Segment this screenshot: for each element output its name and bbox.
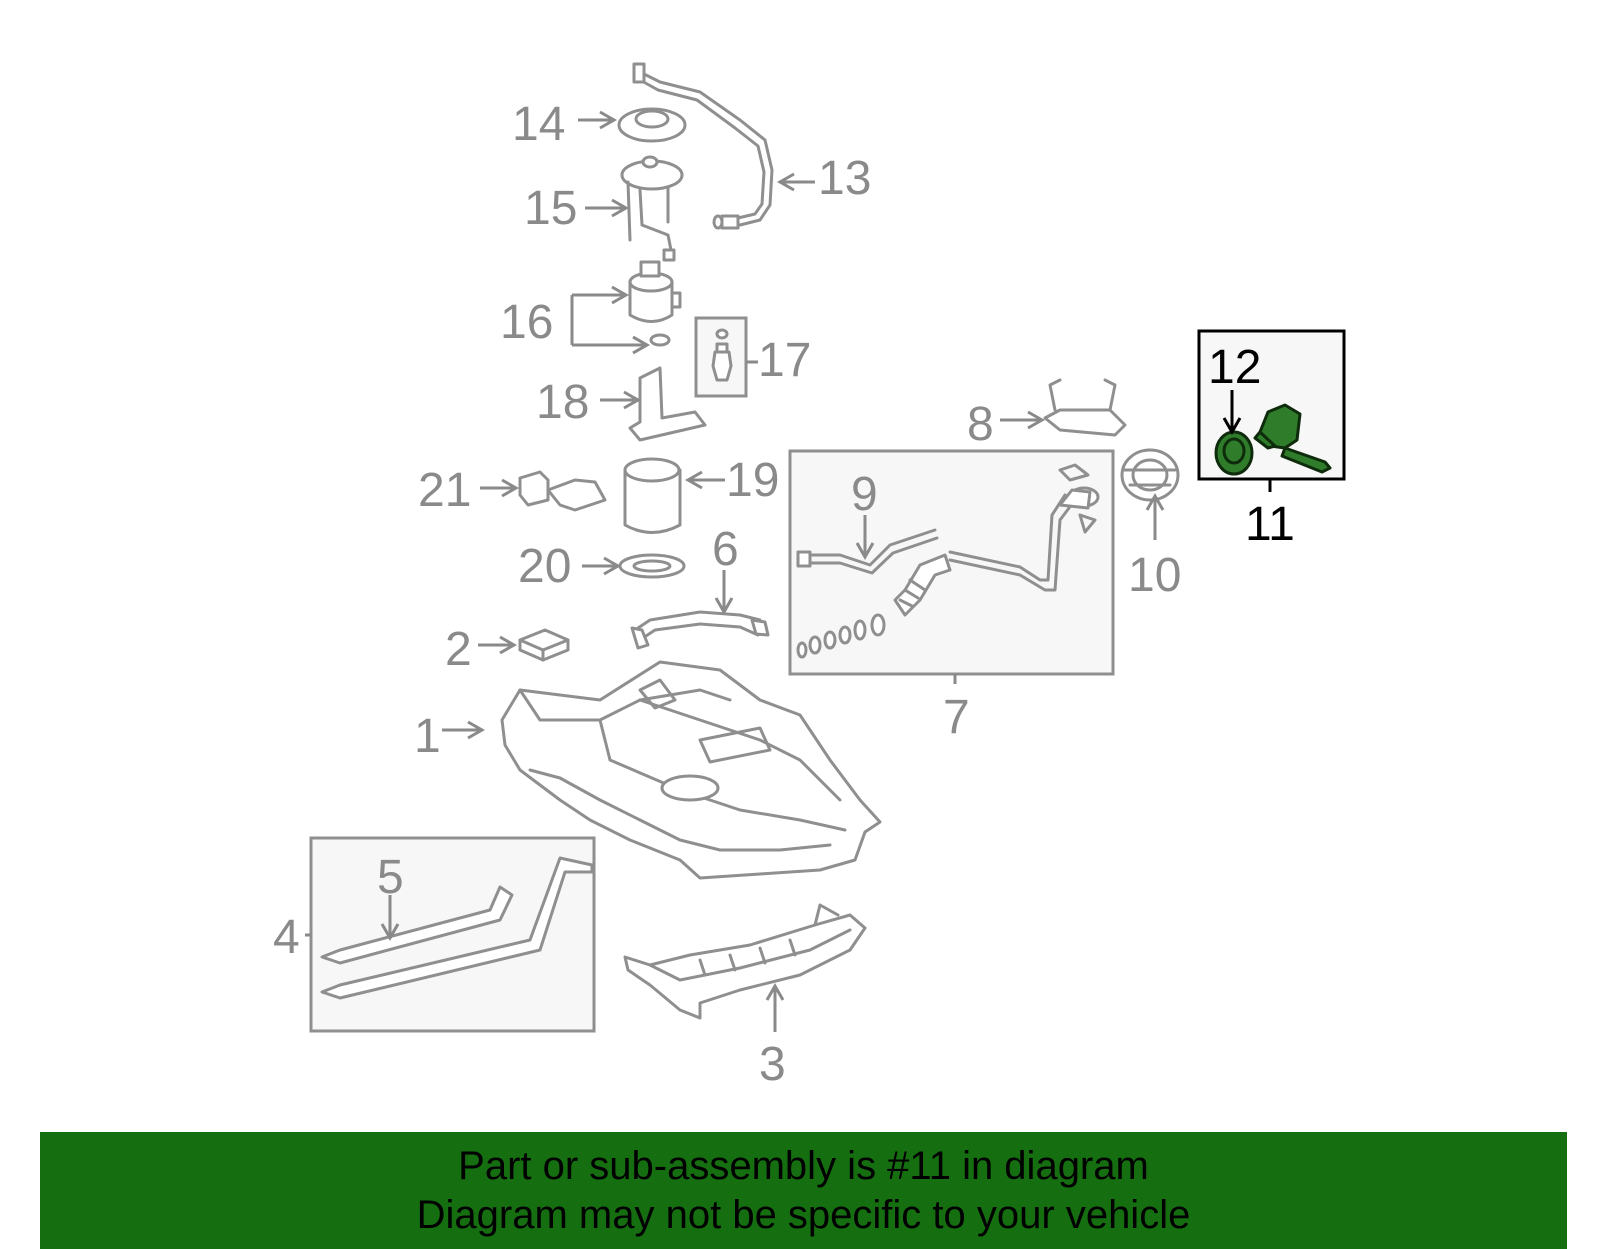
callout-7: 7 [943,691,970,744]
banner-line-1: Part or sub-assembly is #11 in diagram [458,1144,1149,1188]
callout-1: 1 [414,710,441,763]
wire-harness-part[interactable] [632,62,774,230]
callout-6: 6 [712,523,739,576]
fuel-pump-part[interactable] [628,260,682,347]
strap-part[interactable] [320,856,594,1000]
o-ring-gasket-part[interactable] [618,553,686,579]
check-valve-part[interactable] [711,328,733,382]
fuel-cap-assembly-highlight[interactable] [1214,403,1332,476]
fuel-filter-part[interactable] [623,457,682,534]
pad-part[interactable] [518,628,570,662]
info-banner: Part or sub-assembly is #11 in diagram D… [40,1132,1567,1249]
callout-8: 8 [967,398,994,451]
banner-line-2: Diagram may not be specific to your vehi… [416,1193,1191,1237]
callout-3: 3 [759,1038,786,1091]
fuel-pump-bracket-part[interactable] [620,155,684,262]
callout-15: 15 [524,182,577,235]
callout-14: 14 [512,98,565,151]
callout-5: 5 [377,851,404,904]
callout-16: 16 [500,296,553,349]
callout-20: 20 [518,540,571,593]
retainer-ring-part[interactable] [1120,448,1180,502]
callout-2: 2 [445,623,472,676]
heat-shield-part[interactable] [623,903,867,1020]
fuel-sender-part[interactable] [518,470,607,512]
callout-12[interactable]: 12 [1208,341,1261,394]
callout-10: 10 [1128,549,1181,602]
callout-4: 4 [273,911,300,964]
callout-19: 19 [726,454,779,507]
callout-11[interactable]: 11 [1245,498,1295,551]
callout-18: 18 [536,376,589,429]
breather-tube-part[interactable] [796,528,939,575]
callout-13: 13 [818,152,871,205]
gasket-part[interactable] [617,107,687,143]
callout-9: 9 [851,468,878,521]
bracket-part[interactable] [1043,378,1127,437]
fuel-tank-part[interactable] [500,660,882,880]
filler-pipe-part[interactable] [796,463,1100,659]
callout-17: 17 [758,334,811,387]
mounting-plate-part[interactable] [628,366,707,442]
group-box-4 [309,836,596,1033]
callout-21: 21 [418,464,471,517]
vent-tube-part[interactable] [630,610,770,650]
